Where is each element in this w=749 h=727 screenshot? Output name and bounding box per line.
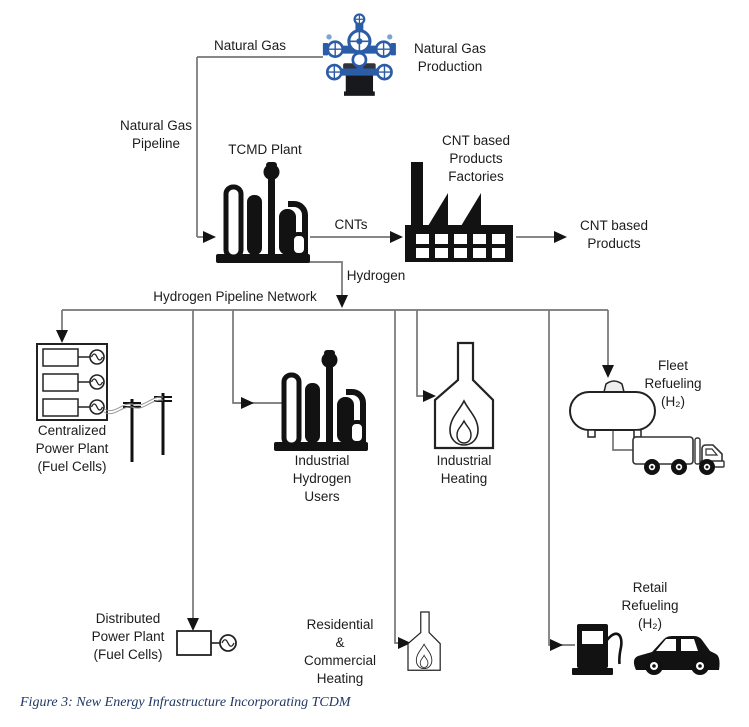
industrial-plant-icon <box>274 350 368 451</box>
fuel-cell-stack-icon <box>36 343 108 421</box>
utility-poles-icon <box>103 393 172 462</box>
car-icon <box>633 636 720 675</box>
fleet-refueling-label: Fleet Refueling (H₂) <box>644 358 702 409</box>
residential-commercial-heating-label: Residential & Commercial Heating <box>303 617 377 686</box>
wellhead-icon <box>322 13 396 96</box>
industrial-hydrogen-users-label: Industrial Hydrogen Users <box>292 453 352 504</box>
cnt-factories-label: CNT based Products Factories <box>441 133 511 184</box>
natural-gas-pipeline-label: Natural Gas Pipeline <box>119 118 193 151</box>
factory-icon <box>405 162 513 262</box>
distributed-power-plant-label: Distributed Power Plant (Fuel Cells) <box>91 611 165 662</box>
cnt-products-label: CNT based Products <box>579 218 649 251</box>
natural-gas-production-label: Natural Gas Production <box>413 41 487 74</box>
figure-caption: Figure 3: New Energy Infrastructure Inco… <box>20 695 351 710</box>
hydrogen-label: Hydrogen <box>346 268 406 283</box>
fuel-pump-icon <box>572 624 623 675</box>
small-generator-icon <box>176 630 237 656</box>
industrial-heating-label: Industrial Heating <box>436 453 492 486</box>
hydrogen-pipeline-network-label: Hydrogen Pipeline Network <box>153 289 317 304</box>
storage-tank-icon <box>569 380 656 438</box>
truck-icon <box>632 436 725 475</box>
connector-lines <box>61 56 634 646</box>
retail-refueling-label: Retail Refueling (H₂) <box>621 580 679 631</box>
arrowheads <box>56 231 614 651</box>
natural-gas-label: Natural Gas <box>213 38 287 53</box>
residential-furnace-icon <box>407 611 441 671</box>
tcmd-plant-icon <box>216 162 310 263</box>
industrial-furnace-icon <box>433 341 495 450</box>
cnts-label: CNTs <box>334 217 368 232</box>
tcmd-plant-label: TCMD Plant <box>228 142 302 157</box>
centralized-power-plant-label: Centralized Power Plant (Fuel Cells) <box>35 423 109 474</box>
